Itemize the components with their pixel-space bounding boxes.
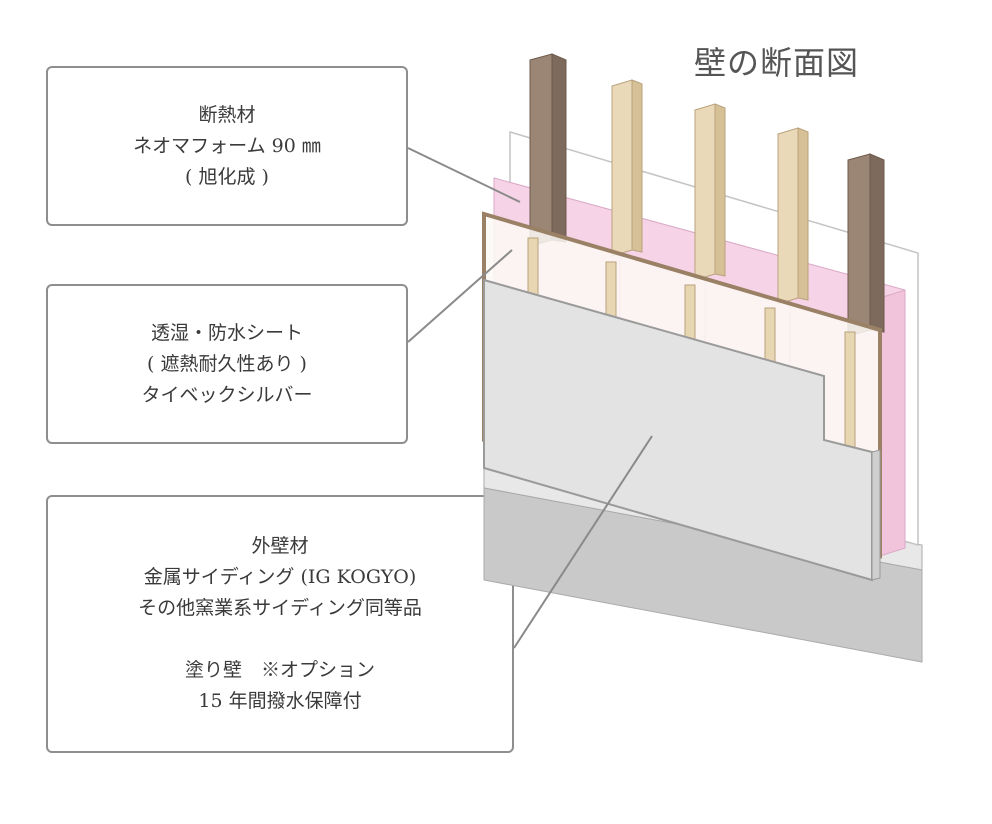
stud [714, 103, 726, 277]
stud [694, 103, 716, 281]
stud [797, 127, 809, 301]
post [869, 153, 885, 333]
diagram-title: 壁の断面図 [694, 44, 860, 82]
exterior-label-metal: 金属サイディング (IG KOGYO) [143, 566, 417, 588]
sheet-label-feature: ( 遮熱耐久性あり ) [147, 352, 307, 375]
studs [611, 79, 809, 305]
exterior-label-warranty: 15 年間撥水保障付 [198, 690, 362, 712]
post [847, 153, 871, 337]
sheet-label-product: タイベックシルバー [141, 383, 313, 406]
stud [631, 79, 643, 253]
insulation-label-box: 断熱材 ネオマフォーム 90 ㎜ ( 旭化成 ) [46, 66, 408, 226]
siding-edge [871, 449, 881, 581]
insulation-label-maker: ( 旭化成 ) [185, 165, 269, 188]
stud [611, 79, 633, 257]
post [529, 53, 553, 247]
stud [777, 127, 799, 305]
insulation-leader-line [407, 147, 521, 203]
sheet-leader-line [407, 249, 513, 343]
post [551, 53, 567, 243]
insulation-label-product: ネオマフォーム 90 ㎜ [133, 134, 321, 157]
sheet-label-name: 透湿・防水シート [150, 321, 303, 344]
insulation-label-name: 断熱材 [198, 103, 256, 126]
exterior-leader-line [513, 435, 653, 649]
sheet-label-box: 透湿・防水シート ( 遮熱耐久性あり ) タイベックシルバー [46, 284, 408, 444]
exterior-label-ceramic: その他窯業系サイディング同等品 [138, 597, 422, 619]
exterior-label-box: 外壁材 金属サイディング (IG KOGYO) その他窯業系サイディング同等品 … [46, 495, 514, 753]
exterior-label-name: 外壁材 [251, 535, 309, 557]
exterior-label-plaster: 塗り壁 ※オプション [184, 659, 375, 681]
